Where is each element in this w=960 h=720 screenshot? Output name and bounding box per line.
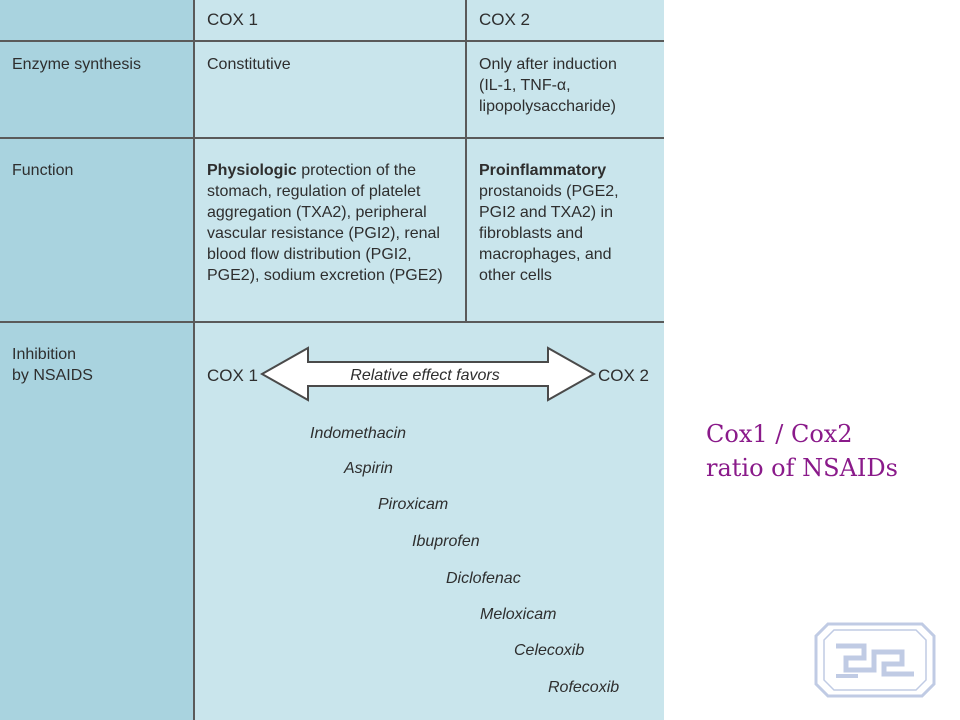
arrow-caption: Relative effect favors — [350, 367, 500, 384]
header-divider — [0, 40, 664, 42]
column-divider-1 — [193, 0, 195, 720]
nsaid-comparison-table: COX 1 COX 2 Enzyme synthesis Constitutiv… — [0, 0, 664, 720]
label-inhibition: Inhibition by NSAIDS — [12, 346, 93, 384]
double-arrow-icon — [260, 346, 596, 402]
drug-celecoxib: Celecoxib — [514, 642, 585, 659]
row-label-column — [0, 0, 195, 720]
row-divider-1 — [0, 137, 664, 139]
drug-diclofenac: Diclofenac — [446, 570, 521, 587]
cox1-enzyme-synthesis: Constitutive — [207, 56, 291, 73]
drug-meloxicam: Meloxicam — [480, 606, 557, 623]
cox2-function: Proinflammatory prostanoids (PGE2, PGI2 … — [479, 162, 619, 284]
header-cox2: COX 2 — [479, 10, 531, 29]
label-enzyme-synthesis: Enzyme synthesis — [12, 56, 141, 73]
label-function: Function — [12, 162, 74, 179]
drug-indomethacin: Indomethacin — [310, 425, 407, 442]
university-logo-icon — [814, 622, 936, 698]
drug-aspirin: Aspirin — [344, 460, 393, 477]
drug-ibuprofen: Ibuprofen — [412, 533, 480, 550]
cox2-enzyme-synthesis: Only after induction (IL-1, TNF-α, lipop… — [479, 56, 617, 115]
drug-rofecoxib: Rofecoxib — [548, 679, 620, 696]
drug-piroxicam: Piroxicam — [378, 496, 449, 513]
row-divider-2 — [0, 321, 664, 323]
cox1-function: Physiologic protection of the stomach, r… — [207, 162, 443, 284]
header-cox1: COX 1 — [207, 10, 259, 29]
slide-caption: Cox1 / Cox2 ratio of NSAIDs — [706, 420, 898, 482]
column-divider-2 — [465, 0, 467, 322]
arrow-left-label: COX 1 — [207, 366, 259, 385]
arrow-right-label: COX 2 — [598, 366, 650, 385]
